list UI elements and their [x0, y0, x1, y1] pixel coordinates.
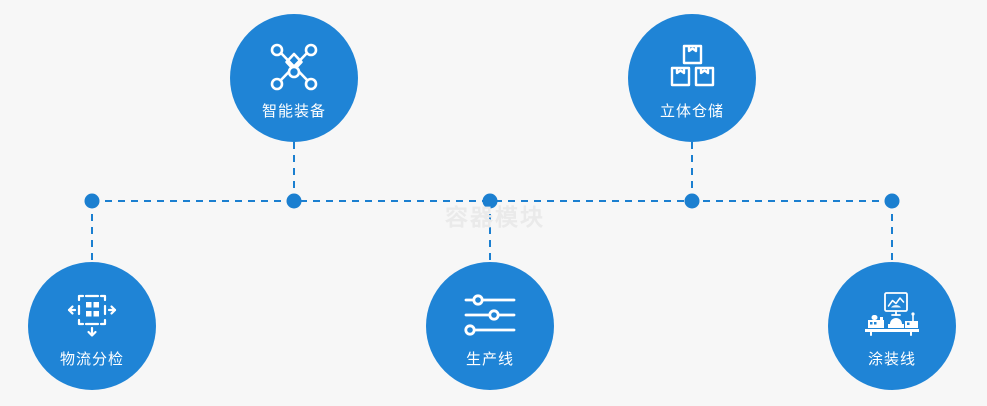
junction-dot-equipment — [286, 193, 302, 209]
node-production-line[interactable]: 生产线 — [426, 262, 554, 390]
node-logistics-sorting[interactable]: 物流分检 — [28, 262, 156, 390]
node-stereo-warehouse[interactable]: 立体仓储 — [628, 14, 756, 142]
node-label: 涂装线 — [867, 351, 916, 368]
node-label: 智能装备 — [261, 103, 326, 120]
stacked-boxes-icon — [666, 36, 718, 98]
node-label: 生产线 — [465, 351, 514, 368]
junction-dot-warehouse — [684, 193, 700, 209]
node-painting-line[interactable]: 涂装线 — [828, 262, 956, 390]
junction-dot-logistics — [84, 193, 100, 209]
sliders-icon — [463, 284, 517, 346]
watermark-text: 容器模块 — [445, 204, 545, 230]
network-nodes-icon — [267, 36, 321, 98]
junction-dot-painting — [884, 193, 900, 209]
node-label: 立体仓储 — [659, 103, 724, 120]
sorting-arrows-icon — [64, 284, 120, 346]
node-label: 物流分检 — [59, 351, 124, 368]
node-intelligent-equipment[interactable]: 智能装备 — [230, 14, 358, 142]
factory-monitor-icon — [863, 284, 921, 346]
